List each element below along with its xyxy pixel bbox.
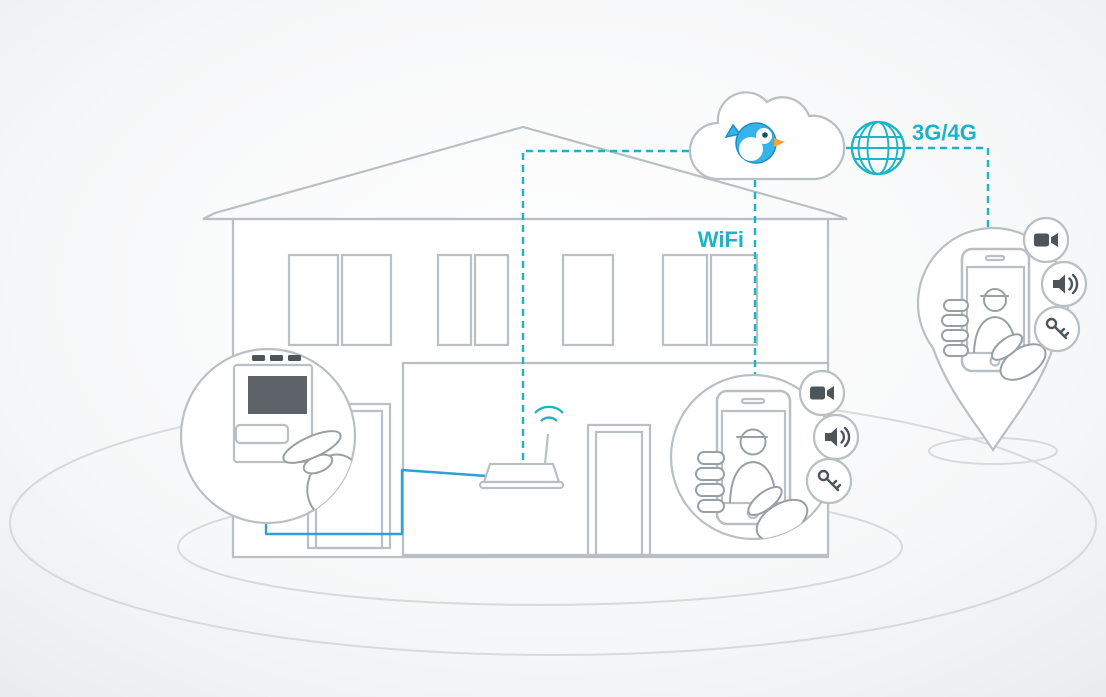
- wifi-label: WiFi: [698, 227, 744, 252]
- phone-earpiece: [984, 254, 1006, 262]
- speaker-icon: [1040, 260, 1088, 308]
- visitor-head: [739, 428, 767, 456]
- visitor-head: [983, 288, 1007, 312]
- person-on-screen: [729, 428, 777, 503]
- speaker-grille: [288, 355, 301, 361]
- window: [287, 253, 340, 347]
- bird-beak: [774, 138, 785, 147]
- hand-finger: [941, 314, 969, 327]
- window: [661, 253, 709, 347]
- hand-finger: [695, 483, 725, 497]
- bird-tail: [724, 123, 742, 139]
- hand-finger: [697, 499, 725, 513]
- visitor-shoulders: [729, 460, 777, 503]
- video-doorbell-icon: [232, 355, 314, 464]
- roof: [202, 125, 848, 221]
- remote-phone-detail: [916, 226, 1070, 453]
- doorbell-screen: [248, 376, 307, 414]
- hand-thumb: [747, 485, 783, 517]
- window: [340, 253, 393, 347]
- bird-belly: [739, 137, 763, 161]
- bird-logo: [724, 122, 785, 164]
- hand-finger: [695, 467, 725, 481]
- hand-thumb: [990, 333, 1024, 361]
- doorbell-detail: [179, 347, 357, 525]
- video-camera-icon: [1022, 216, 1070, 264]
- key-icon: [1033, 305, 1081, 353]
- globe-remote-phone-line: [904, 146, 990, 236]
- wifi-router-icon: [478, 405, 565, 490]
- video-camera-icon: [798, 369, 846, 417]
- wifi-signal-icon: [534, 405, 564, 422]
- window: [473, 253, 510, 347]
- wired-connection-line: [264, 468, 489, 536]
- router-base: [478, 480, 565, 490]
- index-finger: [282, 430, 342, 464]
- speaker-grille: [252, 355, 265, 361]
- front-door-inner: [594, 430, 644, 557]
- globe-icon: [850, 120, 906, 176]
- roof-outline: [202, 125, 848, 221]
- hand-finger: [943, 299, 969, 312]
- hand-finger: [943, 344, 969, 357]
- key-icon: [805, 457, 853, 505]
- router-body: [482, 462, 561, 484]
- router-antenna: [543, 433, 550, 465]
- holding-hand: [941, 299, 1047, 381]
- cloud-icon: [688, 91, 846, 181]
- doorbell-button[interactable]: [234, 423, 290, 445]
- speaker-icon: [812, 413, 860, 461]
- speaker-grille: [270, 355, 283, 361]
- window: [436, 253, 473, 347]
- window: [561, 253, 615, 347]
- upper-windows: [287, 253, 759, 347]
- bird-eye: [762, 132, 768, 138]
- router-cloud-line: [521, 149, 692, 460]
- hand-finger: [941, 329, 969, 342]
- holding-hand: [695, 451, 809, 539]
- network-label: 3G/4G: [912, 120, 977, 145]
- hand-finger: [697, 451, 725, 465]
- phone-earpiece: [740, 397, 766, 405]
- window: [709, 253, 759, 347]
- home-phone-detail: [669, 373, 837, 541]
